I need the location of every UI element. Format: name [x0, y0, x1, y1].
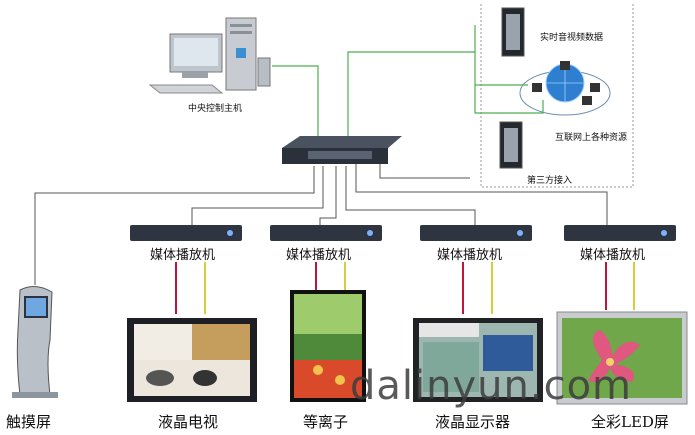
touch-screen-kiosk — [12, 286, 58, 398]
third-party-server — [499, 121, 523, 169]
media-player-label-3: 媒体播放机 — [437, 248, 503, 263]
plasma-display — [290, 290, 366, 402]
lcd-monitor-label: 液晶显示器 — [435, 413, 511, 431]
media-player-2 — [270, 225, 382, 241]
touch-screen-label: 触摸屏 — [6, 413, 52, 431]
network-switch — [282, 136, 402, 164]
media-player-3 — [420, 225, 532, 241]
led-screen-label: 全彩LED屏 — [591, 413, 669, 431]
realtime-av-label: 实时音视频数据 — [540, 33, 604, 43]
watermark-text: dalinyun.com — [350, 363, 632, 409]
device-lines — [34, 160, 608, 285]
media-player-4 — [564, 225, 676, 241]
media-player-label-1: 媒体播放机 — [150, 248, 216, 263]
lcd-tv — [127, 318, 257, 402]
av-cables — [175, 262, 635, 314]
led-screen — [556, 311, 688, 405]
lcd-monitor — [413, 318, 543, 402]
internet-globe — [519, 61, 611, 116]
lcd-tv-label: 液晶电视 — [158, 413, 219, 431]
central-host-label: 中央控制主机 — [188, 104, 243, 114]
media-player-label-2: 媒体播放机 — [286, 248, 352, 263]
media-player-1 — [130, 225, 242, 241]
realtime-server — [501, 7, 525, 57]
media-player-label-4: 媒体播放机 — [580, 248, 646, 263]
third-party-label: 第三方接入 — [527, 176, 573, 186]
central-host-computer — [148, 17, 271, 94]
plasma-label: 等离子 — [303, 413, 349, 431]
internet-resources-label: 互联网上各种资源 — [555, 133, 628, 143]
network-lines — [272, 25, 544, 140]
